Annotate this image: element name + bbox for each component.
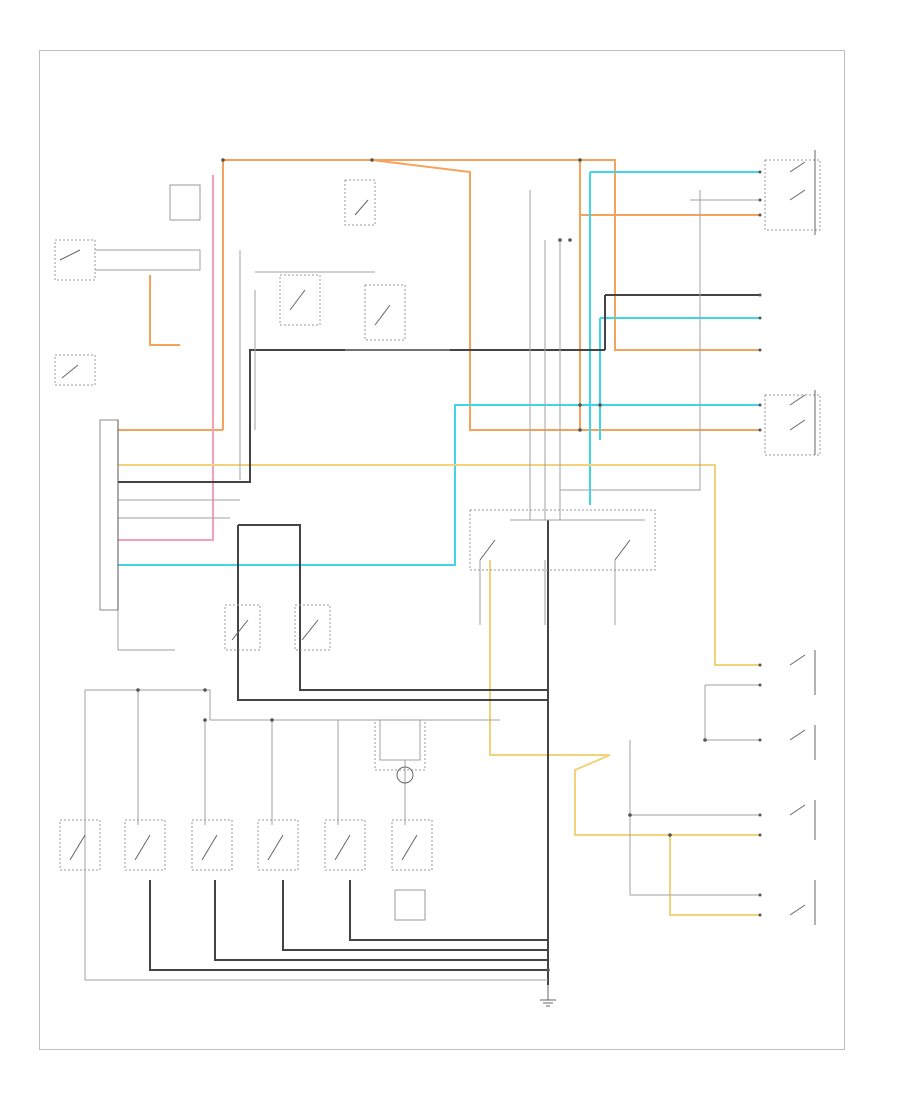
yellow-wire-main <box>118 464 760 666</box>
left-front-door-lock-switch-assembly <box>764 150 821 235</box>
yellow-wire-lower-right <box>669 835 760 916</box>
pink-wires <box>118 175 214 541</box>
ground-point <box>540 985 556 1007</box>
dark-wire-module <box>118 349 605 483</box>
gray-wires <box>84 190 760 981</box>
dark-wire-ground-bus-3 <box>282 880 548 951</box>
left-front-door-ajar-switch <box>789 650 816 695</box>
splice-points <box>136 158 762 972</box>
dark-wire-switch-bus-2 <box>237 525 548 701</box>
switch-symbols <box>54 150 821 1007</box>
dark-wire-ground-bus-1 <box>149 880 548 971</box>
remote-keyless-entry-module <box>99 419 119 611</box>
right-front-door-ajar-switch <box>789 725 816 760</box>
dark-wire-switch-bus <box>238 524 548 691</box>
ignition-switch <box>224 604 331 651</box>
yellow-wires <box>118 464 760 916</box>
yellow-wire-switch <box>489 560 760 836</box>
orange-wires <box>118 159 760 431</box>
dark-wire-ground-bus-2 <box>214 880 548 961</box>
dark-wires <box>118 294 760 985</box>
power-door-lock-switch-panel <box>469 509 656 571</box>
orange-wire-top <box>222 159 760 430</box>
right-front-door-lock-switch-assembly <box>764 390 821 456</box>
orange-wire-left-stub <box>149 275 180 346</box>
dark-wire-ground-bus-4 <box>349 880 548 941</box>
cargo-lamp-switch <box>374 719 426 784</box>
orange-wire-mid <box>371 159 760 431</box>
left-rear-door-ajar-switch <box>789 800 816 840</box>
cyan-wires <box>118 171 760 566</box>
right-rear-door-ajar-switch <box>789 880 816 925</box>
diagram-frame <box>39 50 845 1050</box>
bottom-switch-row <box>59 819 433 921</box>
cyan-wire-lower <box>118 404 760 566</box>
pink-wire-main <box>118 175 214 541</box>
